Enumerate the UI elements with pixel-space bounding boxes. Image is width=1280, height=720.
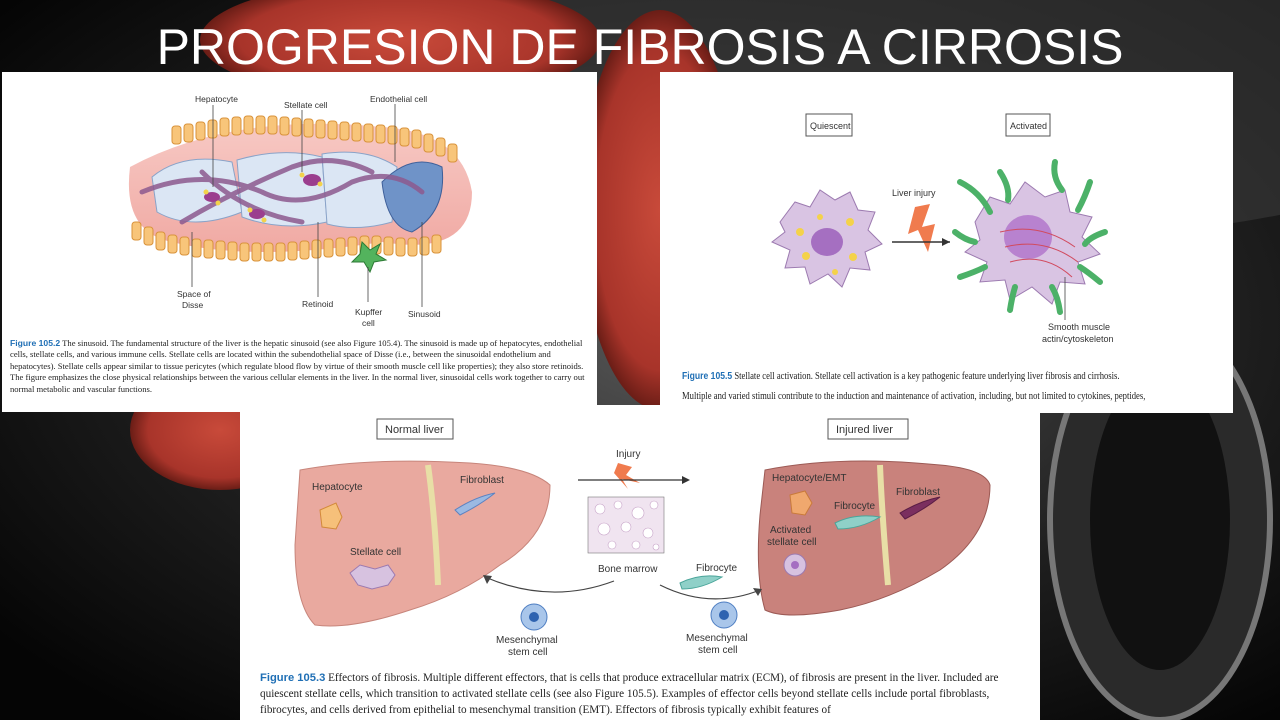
fibroblast-injured-icon — [899, 496, 941, 520]
injured-liver-ligament — [877, 464, 891, 586]
endothelial-cells — [151, 151, 398, 229]
quiescent-nucleus — [811, 228, 843, 256]
label-space-of-disse-2: Disse — [182, 300, 204, 310]
injured-liver-box — [827, 418, 909, 440]
stellate-processes — [139, 158, 425, 225]
label-mesenchymal-right-2: stem cell — [698, 645, 737, 656]
label-fibroblast-right: Fibroblast — [896, 487, 940, 498]
label-fibrocyte-center: Fibrocyte — [696, 563, 738, 574]
label-mesenchymal-left-1: Mesenchymal — [496, 635, 558, 646]
label-stellate-cell: Stellate cell — [350, 547, 401, 558]
histology-image — [587, 496, 665, 554]
quiescent-retinoids — [796, 214, 857, 275]
slide-title: PROGRESION DE FIBROSIS A CIRROSIS — [156, 19, 1124, 75]
sinusoid-figure-panel: Hepatocyte Stellate cell Endothelial cel… — [2, 72, 597, 412]
injury-bolt-icon — [614, 463, 640, 489]
normal-liver-ligament — [425, 464, 441, 586]
label-endothelial-cell: Endothelial cell — [370, 94, 427, 104]
label-stellate-cell: Stellate cell — [284, 100, 328, 110]
label-hepatocyte: Hepatocyte — [312, 482, 363, 493]
label-kupffer-2: cell — [362, 318, 375, 328]
actin-fibers — [999, 228, 1079, 278]
label-sinusoid: Sinusoid — [408, 309, 441, 319]
activated-box — [1005, 113, 1051, 137]
stellate-nuclei — [204, 174, 321, 219]
label-smooth-muscle-2: actin/cytoskeleton — [1042, 334, 1114, 344]
label-bone-marrow: Bone marrow — [598, 564, 658, 575]
arrow-to-normal-liver — [484, 576, 615, 593]
liver-injury-bolt-icon — [908, 204, 935, 252]
hepatocyte-row-top — [171, 115, 458, 163]
effectors-caption: Figure 105.3 Effectors of fibrosis. Mult… — [260, 670, 1030, 718]
stellate-activation-panel: Quiescent Activated Liver injury Smooth … — [660, 72, 1233, 413]
fibrocyte-injured-icon — [834, 515, 882, 530]
effectors-caption-text: Effectors of fibrosis. Multiple differen… — [260, 672, 999, 716]
quiescent-box — [805, 113, 853, 137]
normal-liver-box — [376, 418, 454, 440]
arrow-to-injured-liver — [659, 584, 761, 600]
label-liver-injury: Liver injury — [892, 188, 936, 198]
sinusoid-diagram: Hepatocyte Stellate cell Endothelial cel… — [128, 94, 472, 328]
label-injury: Injury — [616, 449, 640, 460]
kupffer-cell — [350, 240, 388, 274]
label-fibroblast-left: Fibroblast — [460, 475, 504, 486]
label-kupffer-1: Kupffer — [355, 307, 382, 317]
sinusoid-caption: Figure 105.2 The sinusoid. The fundament… — [10, 338, 590, 395]
label-mesenchymal-right-1: Mesenchymal — [686, 633, 748, 644]
label-normal-liver: Normal liver — [385, 424, 444, 436]
retinoid-droplets — [203, 172, 323, 223]
effectors-caption-figure: Figure 105.3 — [260, 672, 326, 684]
sinusoid-caption-figure: Figure 105.2 — [10, 338, 61, 348]
label-activated-1: Activated — [770, 525, 811, 536]
label-fibrocyte-right: Fibrocyte — [834, 501, 876, 512]
hepatocyte-cell-icon — [319, 502, 343, 530]
activated-processes — [952, 159, 1108, 315]
label-hepatocyte: Hepatocyte — [195, 94, 238, 104]
label-quiescent: Quiescent — [810, 121, 851, 131]
hepatocyte-emt-cell-icon — [789, 490, 813, 516]
label-injured-liver: Injured liver — [836, 424, 893, 436]
activation-caption-figure: Figure 105.5 — [682, 371, 733, 382]
fibrocyte-center-icon — [679, 575, 724, 590]
hepatocyte-row-bottom — [131, 221, 442, 262]
label-mesenchymal-left-2: stem cell — [508, 647, 547, 658]
fibroblast-cell-icon — [454, 492, 496, 516]
label-activated: Activated — [1010, 121, 1047, 131]
effectors-diagram: Normal liver Injured liver Hepatocyte Fi… — [294, 418, 991, 658]
stellate-cell-icon — [349, 564, 396, 590]
stellate-activation-diagram: Quiescent Activated Liver injury Smooth … — [771, 113, 1114, 344]
label-space-of-disse-1: Space of — [177, 289, 211, 299]
label-smooth-muscle-1: Smooth muscle — [1048, 322, 1110, 332]
effectors-figure-panel: Normal liver Injured liver Hepatocyte Fi… — [240, 405, 1040, 720]
activated-nucleus — [1004, 215, 1052, 259]
sinusoid-caption-text: The sinusoid. The fundamental structure … — [10, 338, 585, 394]
label-activated-2: stellate cell — [767, 537, 816, 548]
label-retinoid: Retinoid — [302, 299, 333, 309]
label-hepatocyte-emt: Hepatocyte/EMT — [772, 473, 846, 484]
